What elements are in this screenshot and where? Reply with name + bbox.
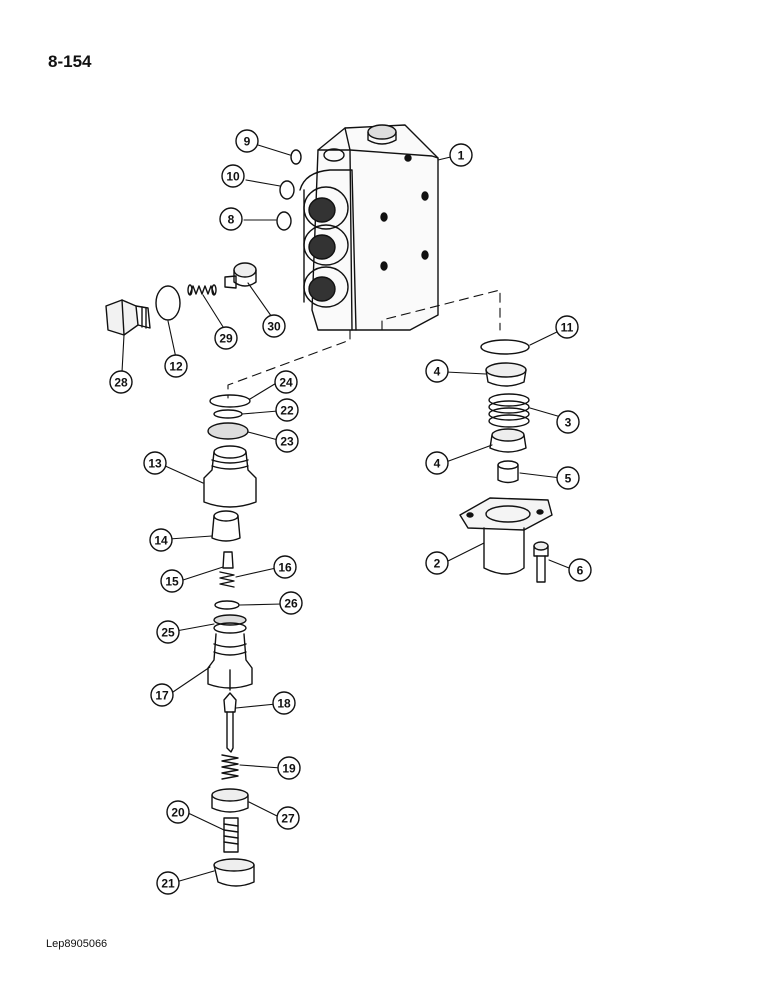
svg-text:13: 13 xyxy=(148,457,162,471)
svg-text:5: 5 xyxy=(565,472,572,486)
o-ring-26 xyxy=(214,600,240,610)
svg-text:9: 9 xyxy=(244,135,251,149)
ring-22 xyxy=(213,409,243,419)
svg-text:20: 20 xyxy=(171,806,185,820)
callout-1: 1 xyxy=(449,143,473,167)
callout-10: 10 xyxy=(221,164,245,188)
o-ring-12 xyxy=(155,285,181,321)
pin-18 xyxy=(223,692,237,753)
callout-20: 20 xyxy=(166,800,190,824)
callout-9: 9 xyxy=(235,129,259,153)
svg-text:15: 15 xyxy=(165,575,179,589)
callout-19: 19 xyxy=(277,756,301,780)
callout-23: 23 xyxy=(275,429,299,453)
callout-11: 11 xyxy=(555,315,579,339)
callout-27: 27 xyxy=(276,806,300,830)
svg-text:14: 14 xyxy=(154,534,168,548)
adjuster-17 xyxy=(207,633,253,691)
callout-5: 5 xyxy=(556,466,580,490)
svg-text:19: 19 xyxy=(282,762,296,776)
svg-text:12: 12 xyxy=(169,360,183,374)
svg-text:28: 28 xyxy=(114,376,128,390)
svg-text:17: 17 xyxy=(155,689,169,703)
spring-seat-4-top xyxy=(485,362,527,387)
svg-text:6: 6 xyxy=(577,564,584,578)
callout-8: 8 xyxy=(219,207,243,231)
svg-text:25: 25 xyxy=(161,626,175,640)
callout-29: 29 xyxy=(214,326,238,350)
callout-25: 25 xyxy=(156,620,180,644)
svg-text:21: 21 xyxy=(161,877,175,891)
poppet-15 xyxy=(222,551,234,569)
svg-text:11: 11 xyxy=(561,321,574,335)
svg-text:18: 18 xyxy=(277,697,291,711)
callout-24: 24 xyxy=(274,370,298,394)
bolt-6 xyxy=(533,541,549,583)
callout-14: 14 xyxy=(149,528,173,552)
svg-text:4: 4 xyxy=(434,457,441,471)
svg-text:23: 23 xyxy=(280,435,294,449)
o-ring-10 xyxy=(279,180,295,200)
screw-20 xyxy=(223,817,239,853)
svg-text:22: 22 xyxy=(280,404,294,418)
callout-22: 22 xyxy=(275,398,299,422)
spring-seat-4-bottom xyxy=(489,428,527,453)
svg-text:29: 29 xyxy=(219,332,233,346)
poppet-30 xyxy=(224,262,257,289)
svg-text:16: 16 xyxy=(278,561,292,575)
callout-6: 6 xyxy=(568,558,592,582)
housing-13 xyxy=(203,445,257,508)
o-ring-9 xyxy=(290,149,302,165)
o-ring-8 xyxy=(276,211,292,231)
o-ring-24 xyxy=(209,394,251,408)
callout-3: 3 xyxy=(556,410,580,434)
spring-19 xyxy=(221,754,239,780)
callout-16: 16 xyxy=(273,555,297,579)
spring-3 xyxy=(488,393,530,428)
svg-text:24: 24 xyxy=(279,376,293,390)
figure-reference: Lep8905066 xyxy=(46,938,108,950)
callout-4-top: 4 xyxy=(425,359,449,383)
page-number: 8-154 xyxy=(48,52,92,71)
svg-text:26: 26 xyxy=(284,597,298,611)
callout-4-bottom: 4 xyxy=(425,451,449,475)
spring-29 xyxy=(187,284,217,296)
washer-23 xyxy=(207,422,249,440)
callout-18: 18 xyxy=(272,691,296,715)
o-ring-11 xyxy=(480,339,530,355)
callout-15: 15 xyxy=(160,569,184,593)
svg-text:2: 2 xyxy=(434,557,441,571)
cover-2 xyxy=(459,497,553,575)
callout-12: 12 xyxy=(164,354,188,378)
valve-body xyxy=(299,124,439,331)
callout-13: 13 xyxy=(143,451,167,475)
leader-lines xyxy=(121,144,575,883)
assembly-guide-lines xyxy=(227,289,501,399)
callout-28: 28 xyxy=(109,370,133,394)
svg-text:8: 8 xyxy=(228,213,235,227)
callout-30: 30 xyxy=(262,314,286,338)
sleeve-14 xyxy=(211,510,241,542)
cap-21 xyxy=(213,858,255,887)
svg-text:1: 1 xyxy=(458,149,465,163)
callout-21: 21 xyxy=(156,871,180,895)
callout-26: 26 xyxy=(279,591,303,615)
callout-17: 17 xyxy=(150,683,174,707)
svg-text:4: 4 xyxy=(434,365,441,379)
spring-16 xyxy=(219,571,235,588)
plug-28 xyxy=(105,299,151,336)
stem-5 xyxy=(497,460,519,484)
svg-text:10: 10 xyxy=(226,170,240,184)
callout-2: 2 xyxy=(425,551,449,575)
svg-text:27: 27 xyxy=(281,812,295,826)
svg-text:30: 30 xyxy=(267,320,281,334)
nut-27 xyxy=(211,788,249,813)
svg-text:3: 3 xyxy=(565,416,572,430)
seal-25 xyxy=(213,614,247,634)
